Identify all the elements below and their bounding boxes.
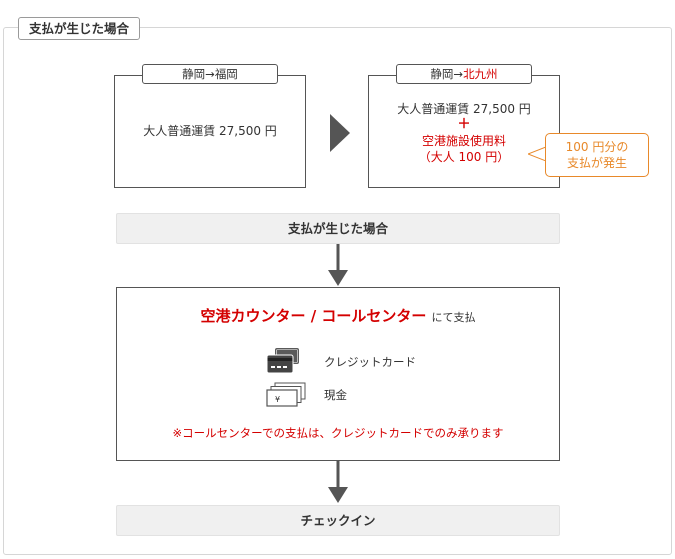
step-check-in: チェックイン xyxy=(116,505,560,536)
route-tag-fukuoka: 静岡→福岡 xyxy=(142,64,278,84)
route-to: 福岡 xyxy=(214,67,238,81)
next-arrow-icon xyxy=(330,114,350,152)
down-arrow-icon xyxy=(328,244,348,286)
fare-kitakyushu: 大人普通運賃 27,500 円 ＋ 空港施設使用料 （大人 100 円） xyxy=(368,101,560,165)
fare-fukuoka: 大人普通運賃 27,500 円 xyxy=(143,124,277,138)
cash-icon: ¥ xyxy=(266,382,306,407)
route-from: 静岡 xyxy=(182,67,206,81)
route-box-kitakyushu xyxy=(368,75,560,188)
route-to: 北九州 xyxy=(463,67,498,81)
step-payment-occurs: 支払が生じた場合 xyxy=(116,213,560,244)
route-from: 静岡 xyxy=(430,67,454,81)
route-arrow: → xyxy=(453,67,464,81)
callout-pointer-icon xyxy=(528,146,546,162)
payment-place: 空港カウンター / コールセンター xyxy=(200,307,427,325)
callout-line-1: 100 円分の xyxy=(565,140,629,154)
route-tag-kitakyushu: 静岡→北九州 xyxy=(396,64,532,84)
section-title: 支払が生じた場合 xyxy=(18,17,141,40)
payment-headline: 空港カウンター / コールセンター にて支払 xyxy=(116,305,560,326)
method-cash: 現金 xyxy=(324,388,347,402)
callout-line-2: 支払が発生 xyxy=(566,156,627,170)
section-frame xyxy=(3,27,672,555)
method-credit-card: クレジットカード xyxy=(324,355,416,369)
down-arrow-icon xyxy=(328,461,348,503)
payment-suffix: にて支払 xyxy=(431,311,476,324)
airport-fee-name: 空港施設使用料 xyxy=(421,134,506,148)
route-arrow: → xyxy=(205,67,215,81)
plus-sign: ＋ xyxy=(457,117,471,132)
svg-text:¥: ¥ xyxy=(275,395,280,404)
credit-card-icon xyxy=(266,348,299,374)
fee-callout: 100 円分の 支払が発生 xyxy=(545,133,649,177)
call-center-note: ※コールセンターでの支払は、クレジットカードでのみ承ります xyxy=(172,426,504,440)
airport-fee-amount: （大人 100 円） xyxy=(418,150,510,164)
payment-box xyxy=(116,287,560,461)
fare-base: 大人普通運賃 27,500 円 xyxy=(397,102,531,116)
